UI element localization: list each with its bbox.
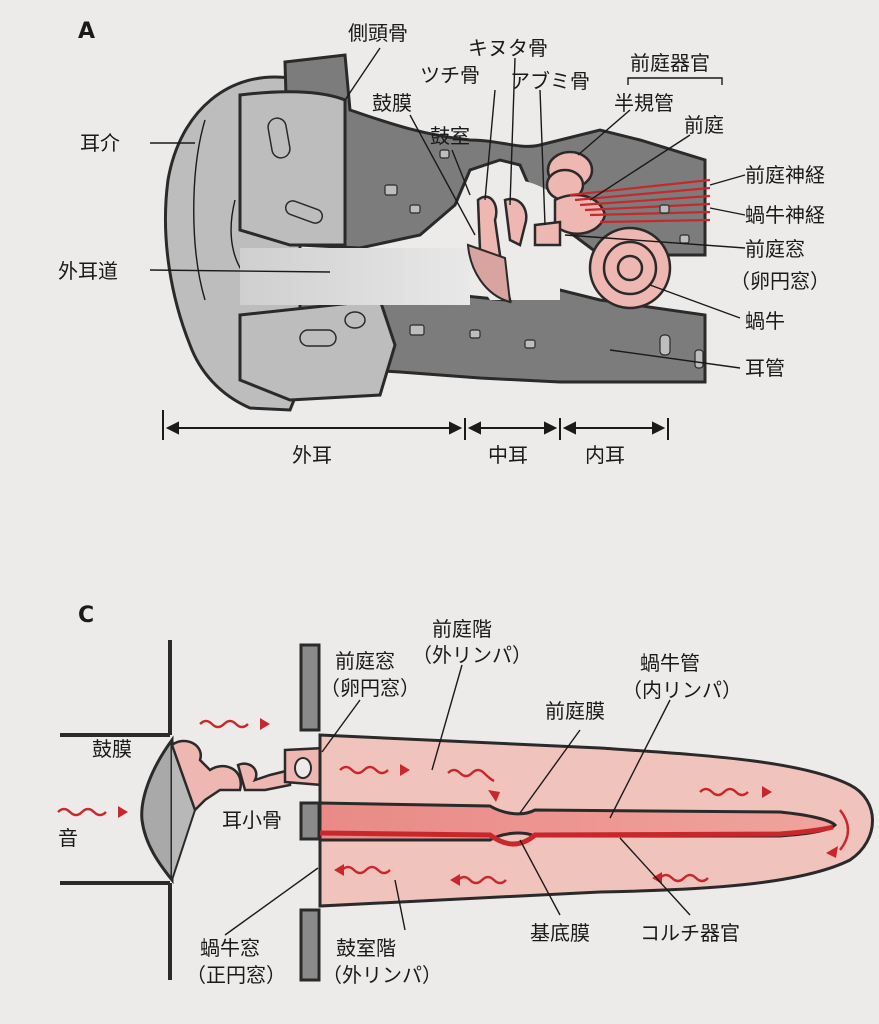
semicircular-canals — [545, 150, 594, 202]
basilar-membrane — [319, 824, 834, 847]
label-cochlear-nerve: 蝸牛神経 — [745, 203, 825, 227]
label-organ-of-corti: コルチ器官 — [640, 921, 740, 945]
label-round-window-sub: （正円窓） — [186, 963, 286, 987]
label-scala-tympani: 鼓室階 — [336, 936, 396, 960]
ossicle-malleus — [170, 739, 243, 813]
label-malleus: ツチ骨 — [420, 63, 480, 87]
bone-speckles — [384, 149, 704, 369]
label-semicircular-canal: 半規管 — [614, 91, 674, 115]
stapes-shape — [533, 220, 562, 247]
label-oval-window-c-sub: （卵円窓） — [320, 676, 420, 700]
region-outer-ear: 外耳 — [292, 443, 332, 467]
panel-c: C — [57, 603, 874, 987]
label-reissner-membrane: 前庭膜 — [545, 699, 605, 723]
panel-a: A — [58, 19, 830, 467]
label-stapes: アブミ骨 — [510, 69, 590, 93]
nerve-bundle — [569, 178, 711, 224]
panel-a-leaders — [149, 47, 746, 369]
eardrum-shape — [466, 243, 512, 304]
label-cochlear-duct: 蝸牛管 — [640, 651, 700, 675]
label-eardrum: 鼓膜 — [372, 91, 412, 115]
label-cochlea: 蝸牛 — [745, 309, 785, 333]
label-oval-window-a-sub: （卵円窓） — [730, 269, 830, 293]
label-auricle: 耳介 — [80, 131, 120, 155]
ossicle-incus — [236, 762, 292, 792]
label-temporal-bone: 側頭骨 — [348, 21, 408, 45]
cochlea-shape — [588, 226, 672, 310]
label-vestibule: 前庭 — [684, 113, 724, 137]
label-round-window: 蝸牛窓 — [200, 936, 260, 960]
label-vestibular-nerve: 前庭神経 — [745, 163, 825, 187]
eardrum-fan — [140, 735, 197, 885]
label-cochlear-duct-sub: （内リンパ） — [622, 678, 742, 702]
mastoid-upper — [238, 90, 347, 247]
sound-waves — [57, 718, 850, 886]
outer-canal-walls — [60, 640, 172, 980]
external-ear-canal — [240, 248, 470, 305]
label-oval-window-c: 前庭窓 — [335, 649, 395, 673]
label-scala-tympani-sub: （外リンパ） — [322, 963, 442, 987]
cochlear-duct — [318, 801, 838, 842]
region-middle-ear: 中耳 — [488, 443, 528, 467]
label-tympanic-cavity: 鼓室 — [430, 124, 470, 148]
label-ossicles: 耳小骨 — [222, 808, 282, 832]
incus-shape — [503, 197, 528, 247]
label-eustachian-tube: 耳管 — [745, 356, 785, 380]
label-sound: 音 — [58, 826, 78, 850]
label-external-canal: 外耳道 — [58, 259, 118, 283]
region-inner-ear: 内耳 — [585, 443, 625, 467]
label-oval-window-a: 前庭窓 — [745, 237, 805, 261]
panel-a-letter: A — [78, 19, 95, 44]
label-basilar-membrane: 基底膜 — [530, 921, 590, 945]
region-scale — [162, 410, 669, 440]
inner-wall — [299, 643, 321, 982]
label-scala-vestibuli: 前庭階 — [432, 617, 492, 641]
panel-c-leaders — [224, 664, 691, 936]
panel-c-letter: C — [78, 603, 94, 628]
label-vestibular-organ: 前庭器官 — [630, 51, 710, 75]
label-scala-vestibuli-sub: （外リンパ） — [412, 643, 532, 667]
label-incus: キヌタ骨 — [468, 36, 548, 60]
label-eardrum-c: 鼓膜 — [92, 737, 132, 761]
mastoid-lower — [238, 298, 397, 402]
